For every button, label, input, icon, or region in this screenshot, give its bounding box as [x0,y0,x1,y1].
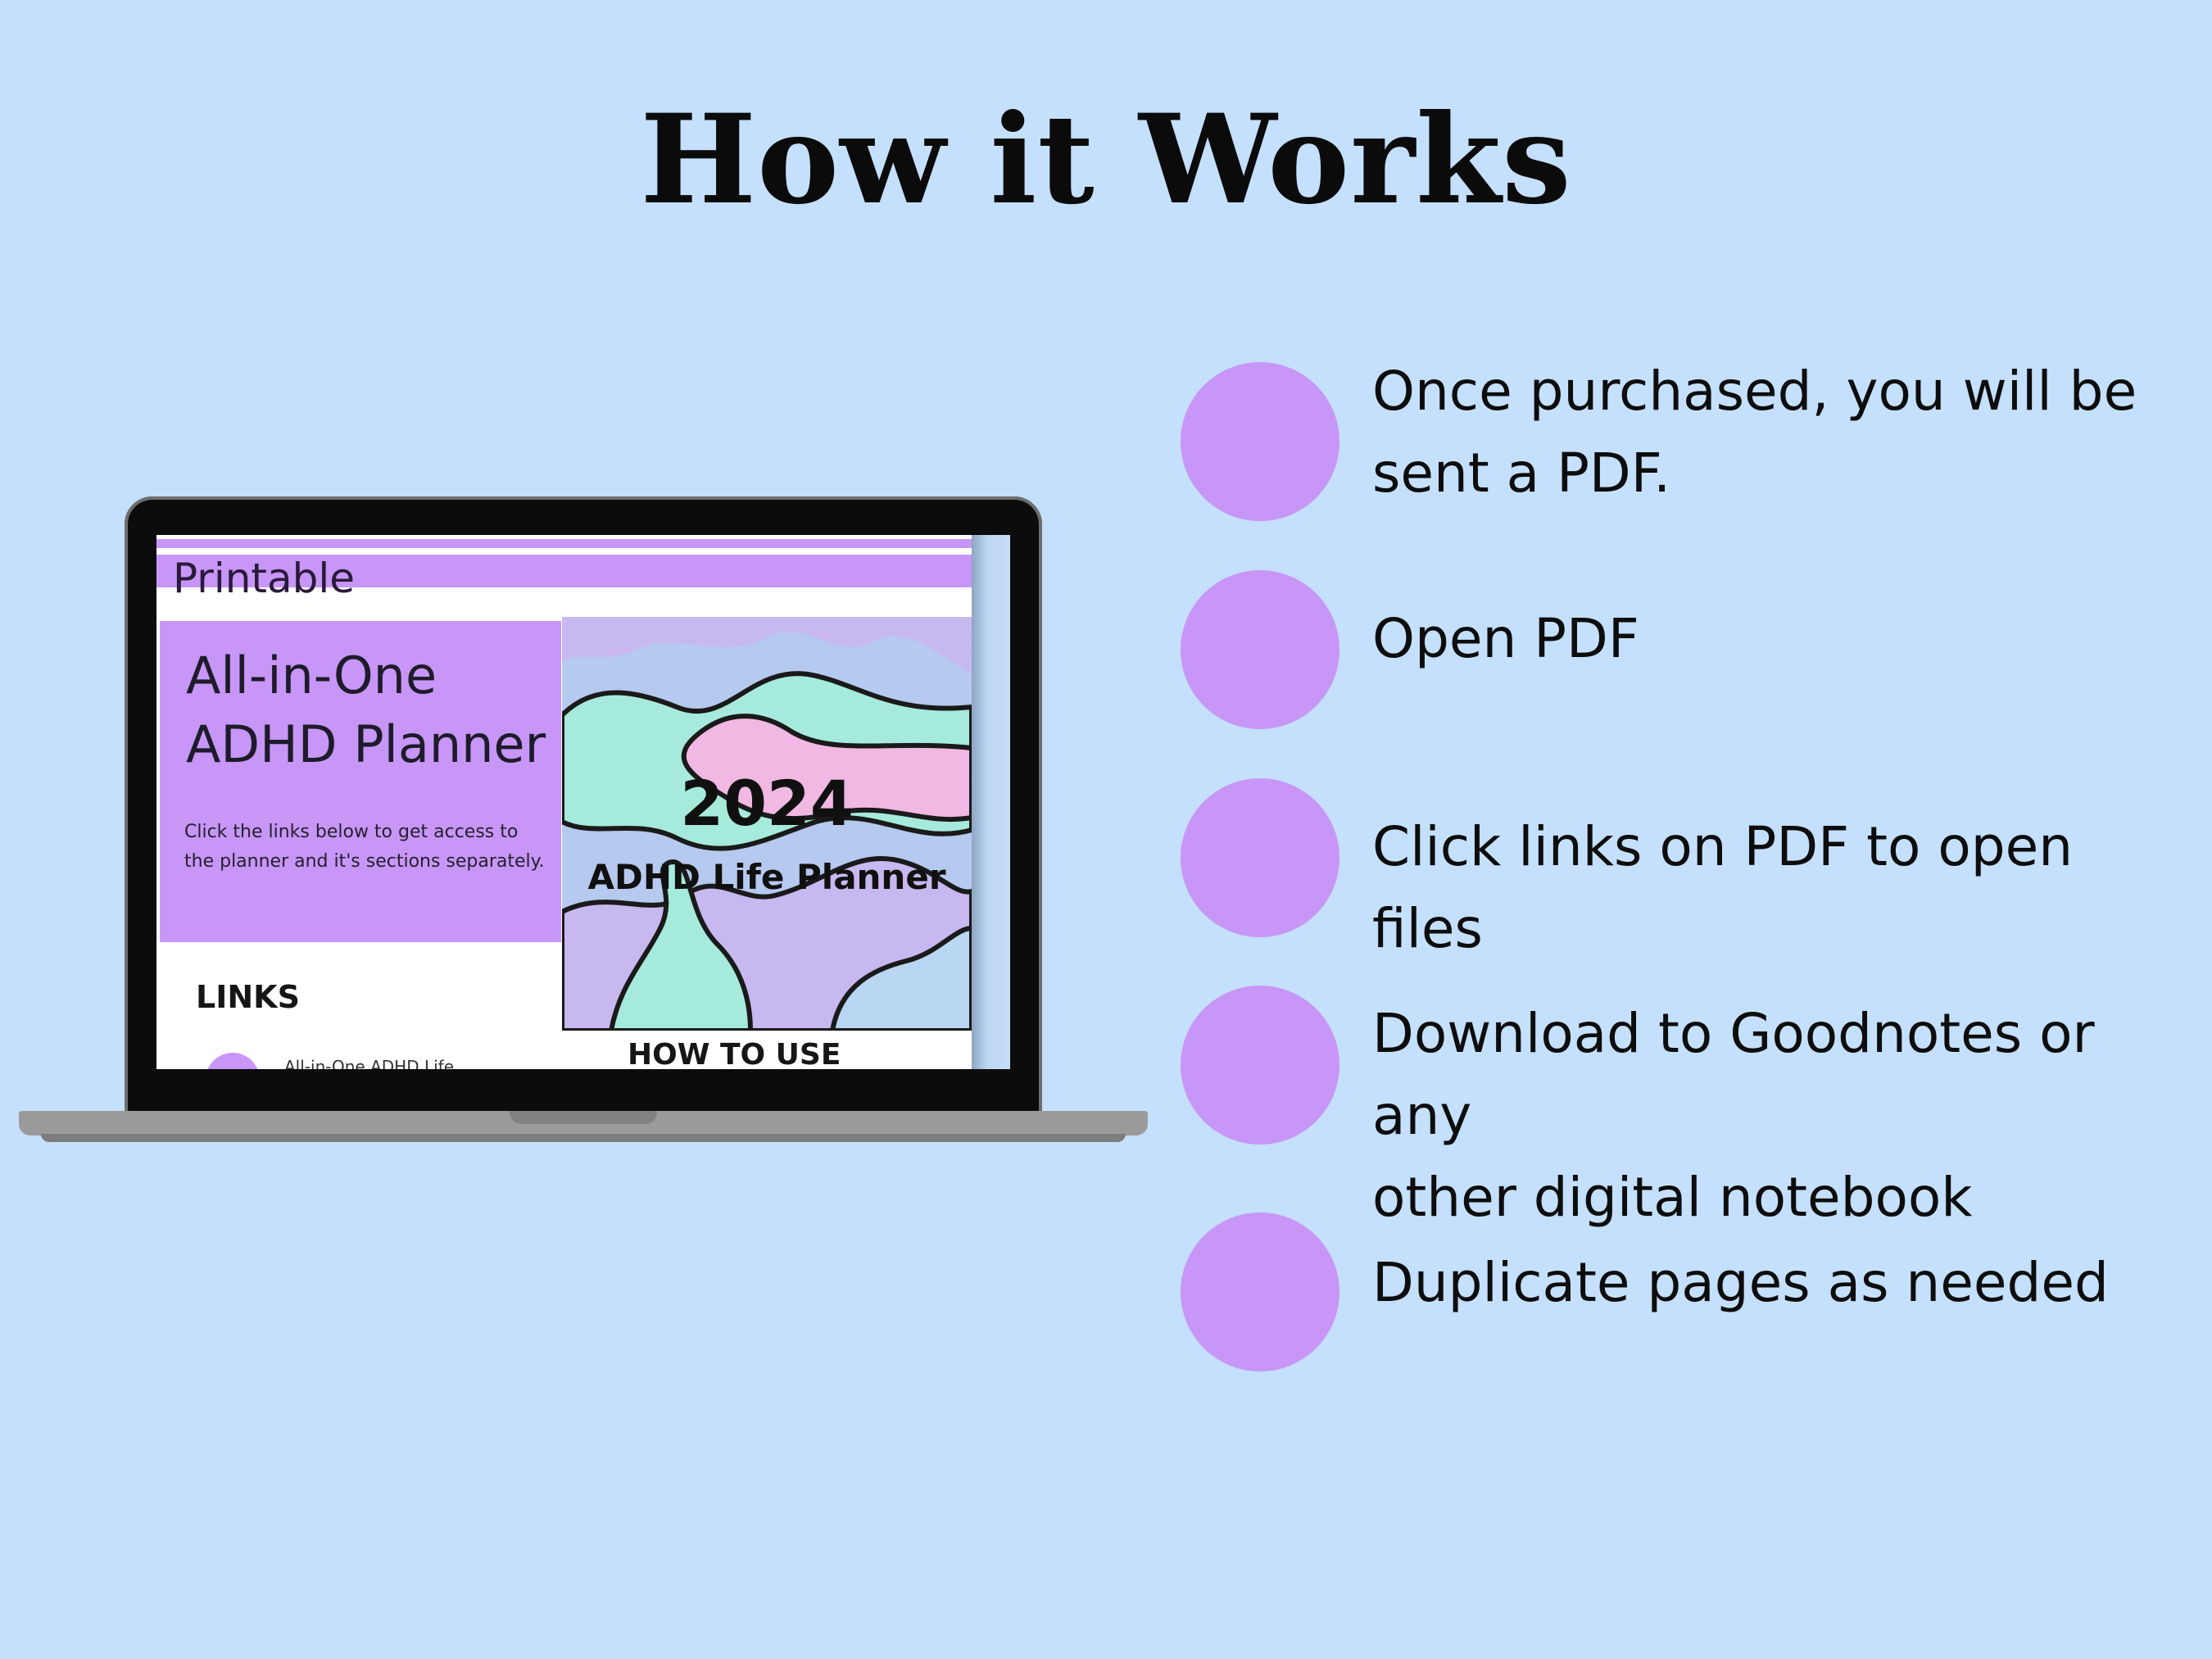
how-to-use-heading: HOW TO USE [628,1038,841,1069]
cover-wave-6 [608,859,754,1031]
planner-title-line2: ADHD Planner [186,714,546,774]
header-band [156,555,972,587]
step-4-line-1: Download to Goodnotes or any [1372,1002,2095,1147]
step-1-marker [1181,362,1339,521]
planner-subtitle-line1: Click the links below to get access to [184,822,519,842]
step-2-marker [1181,570,1339,729]
step-3-marker [1181,778,1339,937]
step-5-text: Duplicate pages as needed [1372,1242,2159,1324]
link-bullet[interactable] [206,1053,260,1069]
laptop-base-lip [41,1134,1126,1142]
planner-title-line1: All-in-One [186,646,437,705]
cover-wave-5 [829,925,972,1031]
printable-label: Printable [173,555,356,602]
planner-subtitle: Click the links below to get access to t… [184,818,545,877]
cover-wave-3 [681,714,972,823]
cover-name: ADHD Life Planner [587,857,946,897]
cover-artwork [562,617,972,1031]
step-3-line-1: Click links on PDF to open files [1372,815,2074,960]
step-1-text: Once purchased, you will be sent a PDF. [1372,351,2159,514]
step-3-text: Click links on PDF to open files [1372,806,2159,970]
laptop-screen: Printable All-in-One ADHD Planner Click … [156,535,1010,1069]
step-5-line-1: Duplicate pages as needed [1372,1251,2109,1314]
step-2-line-1: Open PDF [1372,607,1639,670]
step-4-text: Download to Goodnotes or any other digit… [1372,993,2159,1239]
links-heading: LINKS [196,979,300,1015]
header-line [156,539,972,548]
step-4-line-2: other digital notebook [1372,1166,1973,1229]
planner-cover: 2024 ADHD Life Planner [562,617,972,1031]
step-1-line-2: sent a PDF. [1372,442,1671,505]
planner-intro-panel [160,621,561,942]
screen-page-edge [972,535,1010,1069]
page-title: How it Works [640,88,1572,232]
cover-year: 2024 [680,767,854,840]
step-5-marker [1181,1213,1339,1371]
step-4-marker [1181,986,1339,1145]
laptop-notch [510,1111,657,1124]
planner-subtitle-line2: the planner and it's sections separately… [184,851,545,872]
step-1-line-1: Once purchased, you will be [1372,360,2137,423]
link-item[interactable]: All-in-One ADHD Life [284,1057,455,1069]
step-2-text: Open PDF [1372,598,2159,680]
planner-title: All-in-One ADHD Planner [186,641,546,779]
cover-wave-1 [562,617,972,674]
